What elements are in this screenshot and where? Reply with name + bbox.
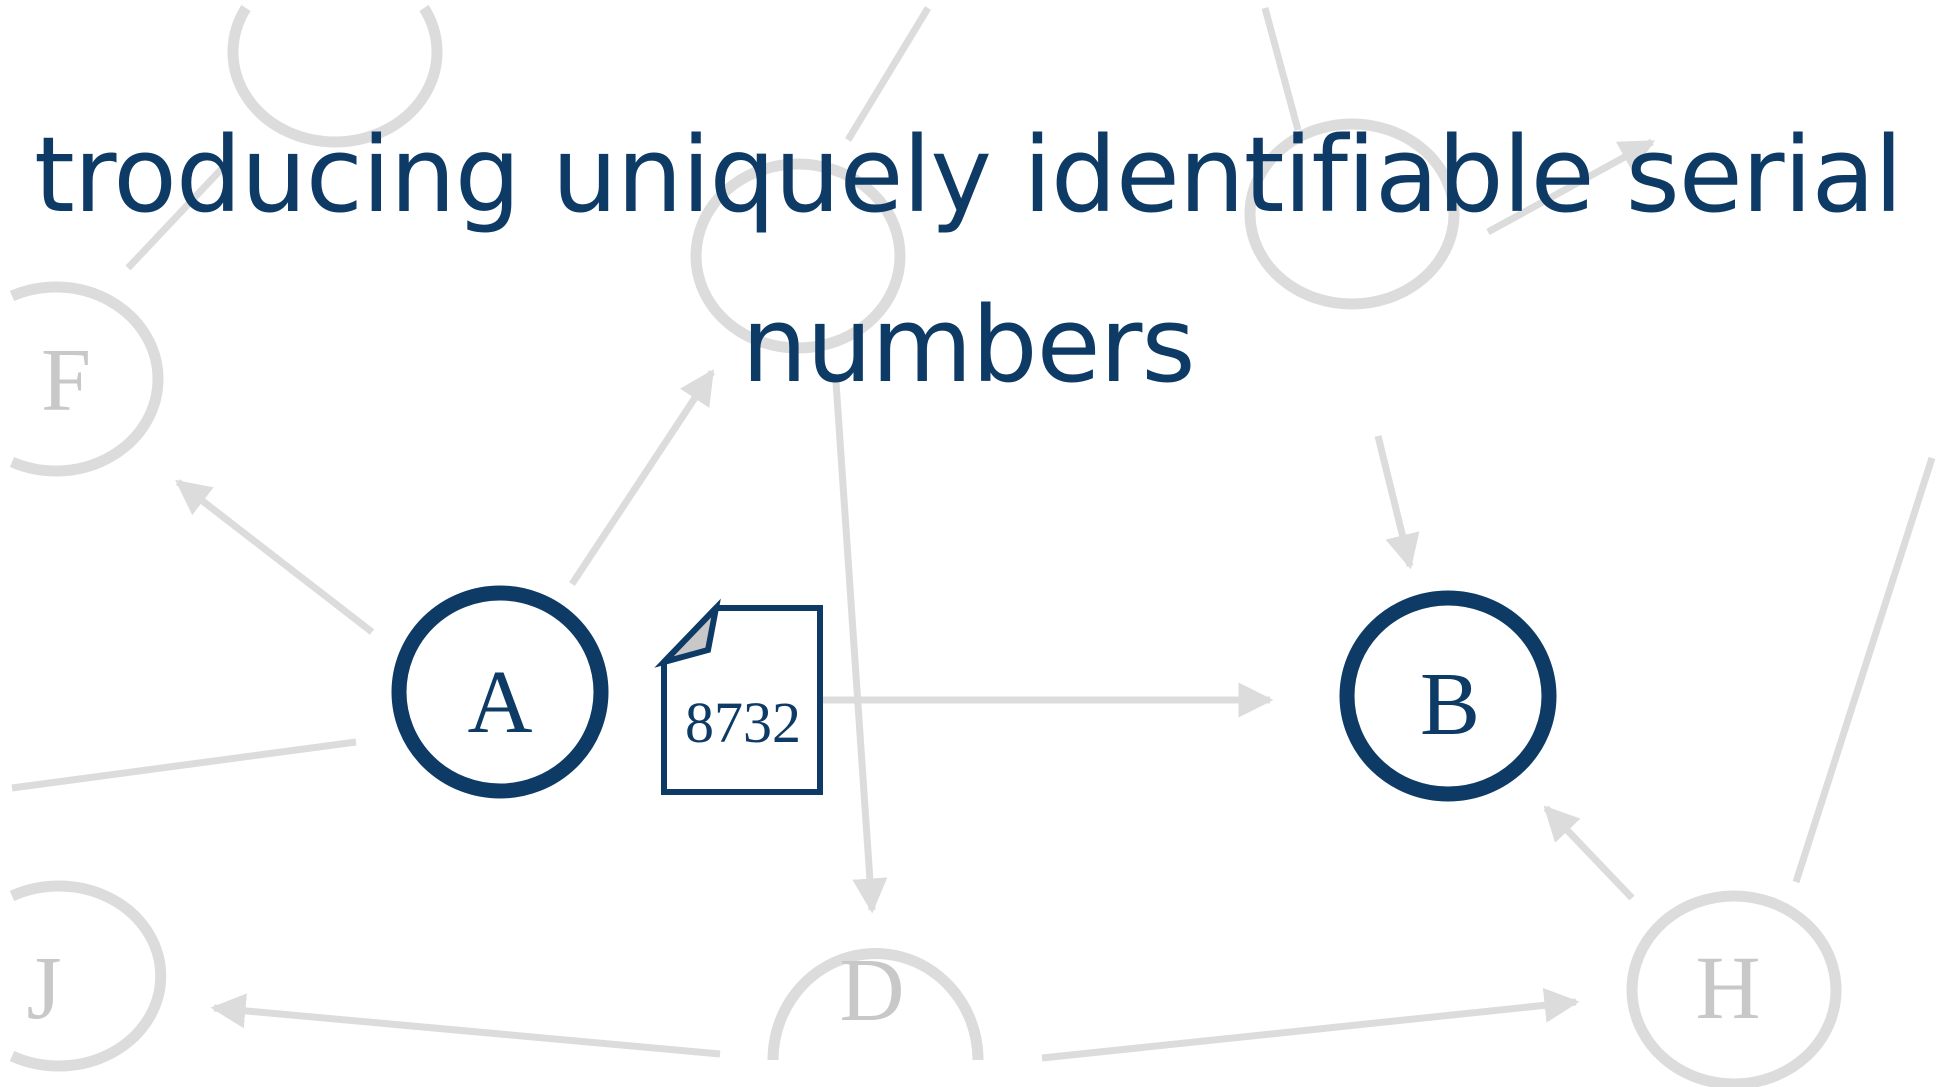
node-label-h: H — [1696, 939, 1761, 1038]
faded-node-labels: F J D H — [26, 331, 1760, 1040]
node-b — [1339, 590, 1557, 802]
edge-d-to-j — [210, 993, 721, 1058]
node-a — [391, 585, 609, 799]
edge-top-center-offscreen — [845, 6, 931, 142]
edge-right-offscreen-to-h — [1792, 456, 1936, 884]
edge-a-to-top-center — [569, 369, 715, 586]
edge-top-right-to-right — [1486, 138, 1656, 236]
slide-title: troducing uniquely identifiable serial n… — [33, 114, 1903, 406]
node-label-b: B — [1420, 655, 1480, 754]
active-node-labels: A B — [468, 653, 1481, 754]
document-fold — [654, 598, 721, 668]
edge-h-to-b — [1543, 805, 1635, 901]
edge-top-center-to-d — [832, 381, 888, 914]
node-j — [9, 880, 167, 1072]
edge-d-to-h — [1041, 987, 1580, 1062]
edge-left-to-top-center — [125, 157, 233, 271]
node-h — [1626, 890, 1842, 1087]
edge-a-to-left — [11, 738, 357, 792]
node-d — [767, 948, 984, 1061]
node-top-left — [227, 5, 443, 148]
faded-edges — [11, 6, 1936, 1062]
node-f — [9, 281, 164, 477]
node-label-a: A — [468, 653, 533, 752]
edge-top-right-to-b — [1374, 435, 1420, 570]
active-nodes — [391, 585, 1557, 802]
node-top-right — [1244, 118, 1460, 310]
faded-nodes — [9, 5, 1842, 1087]
node-label-d: D — [840, 941, 905, 1040]
node-label-j: J — [26, 939, 61, 1038]
node-top-center — [690, 158, 906, 354]
message-document: 8732 — [654, 598, 823, 795]
edge-a-to-f — [175, 479, 375, 635]
node-label-f: F — [41, 331, 91, 430]
edge-top-right-offscreen — [1261, 7, 1302, 131]
serial-number-label: 8732 — [685, 690, 801, 755]
